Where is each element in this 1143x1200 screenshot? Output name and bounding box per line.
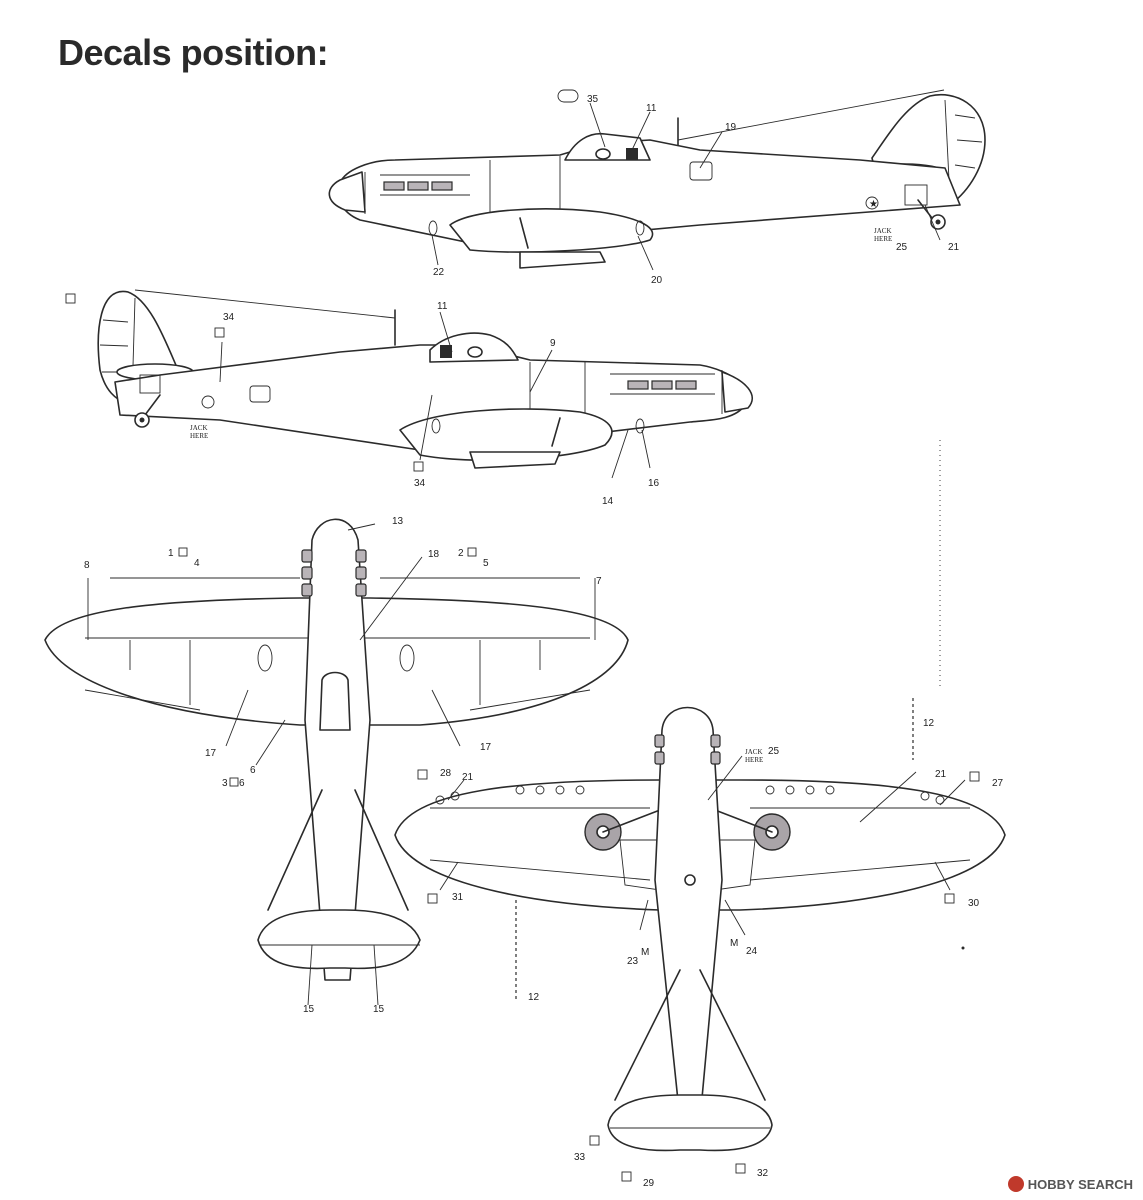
callout-4: 4 <box>194 558 200 569</box>
callout-6: 6 <box>239 778 245 789</box>
callout-23: 23 <box>627 956 639 967</box>
callout-16: 16 <box>648 478 660 489</box>
callout-19: 19 <box>725 122 737 133</box>
hobby-search-logo-icon <box>1007 1176 1024 1192</box>
watermark: HOBBY SEARCH <box>1007 1176 1133 1192</box>
callout-34: 34 <box>414 478 426 489</box>
callout-8: 8 <box>84 560 90 571</box>
callout-20: 20 <box>651 275 663 286</box>
callout-5: 5 <box>483 558 489 569</box>
callout-6: 6 <box>250 765 256 776</box>
label-m-left: M <box>641 947 649 958</box>
callout-17: 17 <box>205 748 217 759</box>
callout-18: 18 <box>428 549 440 560</box>
callout-27: 27 <box>992 778 1004 789</box>
watermark-text: HOBBY SEARCH <box>1027 1176 1133 1192</box>
callout-12: 12 <box>528 992 540 1003</box>
callout-9: 9 <box>550 338 556 349</box>
callout-7: 7 <box>596 576 602 587</box>
svg-text:★: ★ <box>869 199 878 210</box>
callout-14: 14 <box>602 496 614 507</box>
callout-11: 11 <box>646 103 657 114</box>
callout-12: 12 <box>923 718 935 729</box>
callout-11: 11 <box>437 301 448 312</box>
callout-2: 2 <box>458 548 464 559</box>
callout-22: 22 <box>433 267 445 278</box>
callout-17: 17 <box>480 742 492 753</box>
callout-35: 35 <box>587 94 599 105</box>
callout-24: 24 <box>746 946 758 957</box>
callout-21: 21 <box>948 242 960 253</box>
callout-29: 29 <box>643 1178 655 1189</box>
callout-25: 25 <box>768 746 780 757</box>
callout-33: 33 <box>574 1152 586 1163</box>
callout-15: 15 <box>303 1004 315 1015</box>
label-m-right: M <box>730 938 738 949</box>
callout-34: 34 <box>223 312 235 323</box>
callout-30: 30 <box>968 898 980 909</box>
callout-32: 32 <box>757 1168 769 1179</box>
callout-28: 28 <box>440 768 452 779</box>
callout-31: 31 <box>452 892 464 903</box>
callout-25: 25 <box>896 242 908 253</box>
callout-3: 3 <box>222 778 228 789</box>
top-view: 13 1 4 18 2 5 8 7 17 17 3 6 6 15 15 <box>44 516 629 1015</box>
callout-21: 21 <box>462 772 474 783</box>
page-title: Decals position: <box>58 32 329 73</box>
callout-21: 21 <box>935 769 947 780</box>
callout-1: 1 <box>168 548 174 559</box>
callout-13: 13 <box>392 516 404 527</box>
callout-15: 15 <box>373 1004 385 1015</box>
